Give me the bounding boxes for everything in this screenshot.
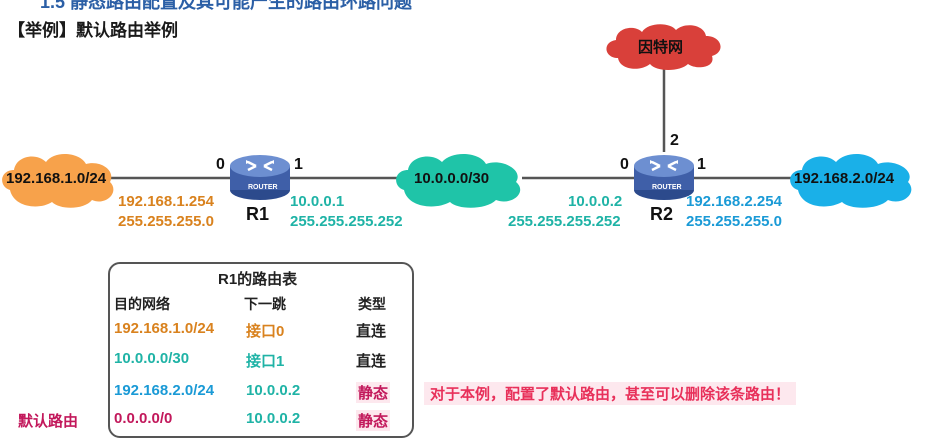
note-text: 对于本例，配置了默认路由，甚至可以删除该条路由！ [424, 382, 797, 405]
column-header-next-hop: 下一跳 [244, 296, 286, 312]
cloud-label: 192.168.2.0/24 [794, 170, 895, 187]
row1-destination: 192.168.1.0/24 [114, 320, 215, 337]
row1-next-hop: 接口0 [246, 323, 285, 340]
row4-next-hop: 10.0.0.2 [246, 410, 301, 427]
cloud-shape [2, 153, 114, 208]
row4-type: 静态 [356, 410, 391, 431]
column-header-type: 类型 [358, 296, 386, 312]
cloud-label: 192.168.1.0/24 [6, 170, 107, 187]
router-r2-name: R2 [650, 204, 674, 224]
row3-destination: 192.168.2.0/24 [114, 382, 215, 399]
row3-type: 静态 [356, 382, 391, 403]
cloud-middle-network: 10.0.0.0/30 [392, 150, 528, 208]
r1-if1-ip: 10.0.0.1 [290, 193, 345, 210]
r1-port-0: 0 [216, 156, 225, 173]
router-icon-text: ROUTER [652, 184, 682, 191]
cloud-internet: 因特网 [600, 20, 728, 72]
router-icon [230, 155, 290, 200]
r2-port-0: 0 [620, 156, 629, 173]
example-subtitle: 【举例】默认路由举例 [8, 21, 178, 40]
routing-table-title: R1的路由表 [218, 271, 298, 288]
r2-if1-ip: 192.168.2.254 [686, 193, 782, 210]
row2-destination: 10.0.0.0/30 [114, 350, 190, 367]
cloud-shape [606, 24, 721, 70]
router-icon-text: ROUTER [248, 184, 278, 191]
r2-port-2: 2 [670, 132, 679, 149]
cloud-left-network: 192.168.1.0/24 [0, 150, 118, 210]
cloud-shape [790, 153, 912, 208]
router-r2: ROUTER [632, 150, 696, 202]
row4-destination: 0.0.0.0/0 [114, 410, 173, 427]
row2-type: 直连 [356, 353, 387, 370]
row1-type: 直连 [356, 323, 387, 340]
cloud-right-network: 192.168.2.0/24 [786, 150, 918, 208]
r1-if0-mask: 255.255.255.0 [118, 213, 214, 230]
cloud-label: 因特网 [638, 39, 684, 56]
r2-if0-mask: 255.255.255.252 [508, 213, 621, 230]
row3-next-hop: 10.0.0.2 [246, 382, 301, 399]
r1-if0-ip: 192.168.1.254 [118, 193, 214, 210]
router-icon [634, 155, 694, 200]
router-r1-name: R1 [246, 204, 270, 224]
router-r1: ROUTER [228, 150, 292, 202]
r1-if1-mask: 255.255.255.252 [290, 213, 403, 230]
r2-port-1: 1 [697, 156, 706, 173]
r2-if0-ip: 10.0.0.2 [568, 193, 623, 210]
cloud-shape [396, 153, 521, 208]
default-route-label: 默认路由 [18, 413, 79, 430]
routing-table [108, 262, 414, 438]
r2-if1-mask: 255.255.255.0 [686, 213, 782, 230]
slide-title: 1.5 静态路由配置及其可能产生的路由环路问题 [40, 0, 413, 12]
column-header-destination: 目的网络 [114, 296, 170, 312]
row2-next-hop: 接口1 [246, 353, 285, 370]
cloud-label: 10.0.0.0/30 [414, 170, 490, 187]
r1-port-1: 1 [294, 156, 303, 173]
